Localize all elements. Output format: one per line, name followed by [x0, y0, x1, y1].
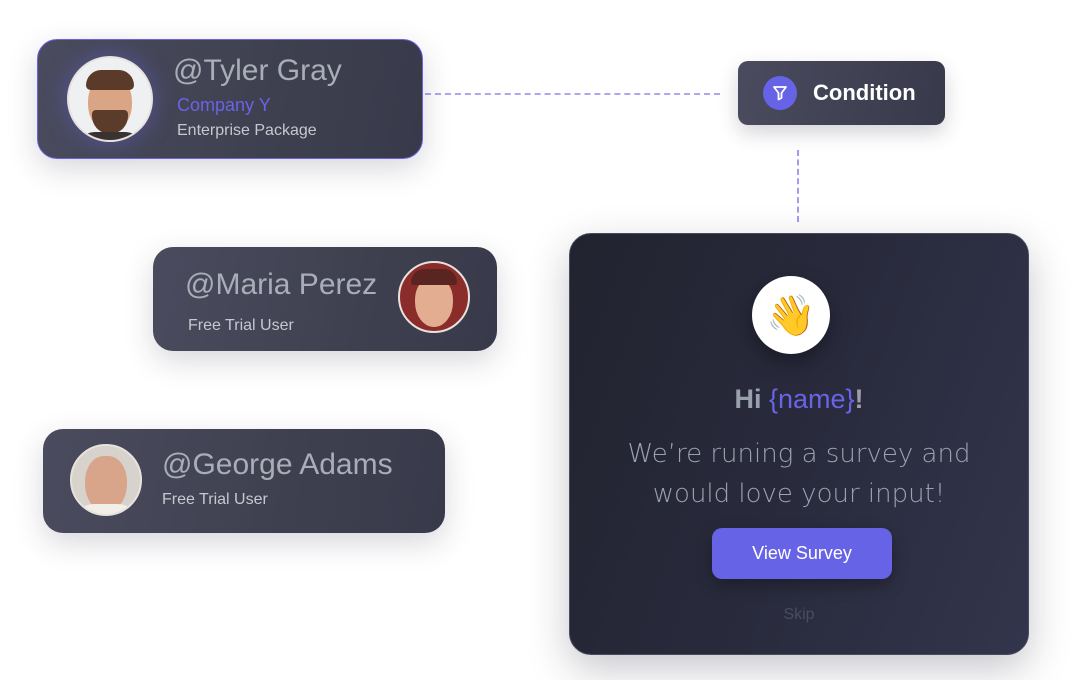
user-company: Company Y	[177, 95, 271, 115]
survey-message-line1: We’re runing a survey and	[627, 439, 971, 469]
user-plan: Enterprise Package	[177, 122, 317, 139]
greeting-hi: Hi	[734, 384, 762, 414]
user-card-tyler-gray[interactable]: @Tyler Gray Company Y Enterprise Package	[37, 39, 423, 159]
user-handle: @Tyler Gray	[173, 54, 342, 87]
user-card-george-adams[interactable]: @George Adams Free Trial User	[43, 429, 445, 533]
user-plan: Free Trial User	[188, 317, 294, 334]
user-plan: Free Trial User	[162, 491, 268, 508]
condition-label: Condition	[813, 80, 916, 105]
avatar	[398, 261, 470, 333]
avatar	[70, 444, 142, 516]
avatar	[67, 56, 153, 142]
survey-popup: 👋 Hi {name}! We’re runing a survey and w…	[569, 233, 1029, 655]
waving-hand-icon: 👋	[752, 276, 830, 354]
condition-node[interactable]: Condition	[738, 61, 945, 125]
user-handle: @George Adams	[162, 448, 393, 481]
connector-line-vertical	[797, 150, 799, 222]
filter-icon	[763, 76, 797, 110]
view-survey-button[interactable]: View Survey	[712, 528, 892, 579]
user-card-maria-perez[interactable]: @Maria Perez Free Trial User	[153, 247, 497, 351]
connector-line-horizontal	[425, 93, 720, 95]
greeting: Hi {name}!	[570, 384, 1028, 415]
greeting-exclaim: !	[854, 384, 864, 414]
survey-message-line2: would love your input!	[652, 479, 946, 509]
skip-link[interactable]: Skip	[783, 606, 815, 623]
user-handle: @Maria Perez	[185, 268, 378, 301]
name-variable: {name}	[768, 384, 855, 414]
survey-message: We’re runing a survey and would love you…	[570, 434, 1028, 514]
